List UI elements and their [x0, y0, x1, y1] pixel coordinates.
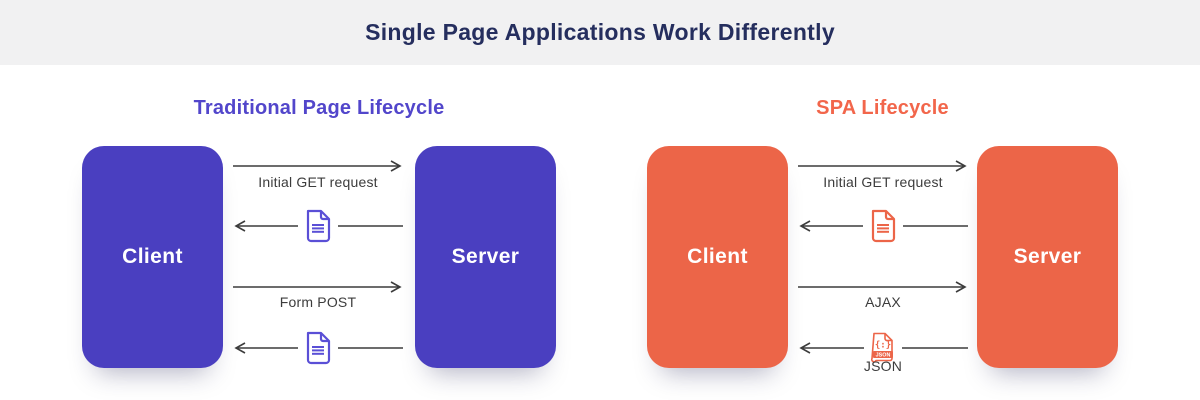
flow-label-form-post: Form POST [279, 294, 357, 310]
spa-diagram: Client Server Initial GET request [647, 146, 1118, 374]
traditional-flow-channel: Initial GET request Form POST [233, 146, 403, 368]
document-icon [298, 331, 338, 365]
flow-label-initial-get: Initial GET request [258, 174, 378, 190]
flow-label-json: JSON [863, 358, 903, 374]
right-arrow-icon [233, 281, 403, 293]
flow-label-initial-get: Initial GET request [823, 174, 943, 190]
document-icon [298, 209, 338, 243]
traditional-client-box: Client [82, 146, 223, 368]
spa-server-box: Server [977, 146, 1118, 368]
traditional-diagram: Client Server Initial GET request [82, 146, 556, 368]
json-file-icon: {:} JSON [864, 332, 902, 363]
client-label: Client [122, 245, 183, 268]
document-icon [863, 209, 903, 243]
header-band: Single Page Applications Work Differentl… [0, 0, 1200, 65]
right-arrow-icon [798, 281, 968, 293]
spa-client-box: Client [647, 146, 788, 368]
client-label: Client [687, 245, 748, 268]
server-label: Server [451, 245, 520, 268]
right-arrow-icon [798, 160, 968, 172]
spa-flow-channel: Initial GET request AJAX [798, 146, 968, 374]
right-arrow-icon [233, 160, 403, 172]
spa-section-title: SPA Lifecycle [816, 97, 949, 119]
page-title: Single Page Applications Work Differentl… [365, 19, 835, 45]
svg-text:{:}: {:} [875, 341, 891, 351]
server-label: Server [1013, 245, 1082, 268]
flow-label-ajax: AJAX [865, 294, 901, 310]
traditional-section-title: Traditional Page Lifecycle [193, 97, 445, 119]
traditional-server-box: Server [415, 146, 556, 368]
svg-text:JSON: JSON [876, 352, 891, 358]
